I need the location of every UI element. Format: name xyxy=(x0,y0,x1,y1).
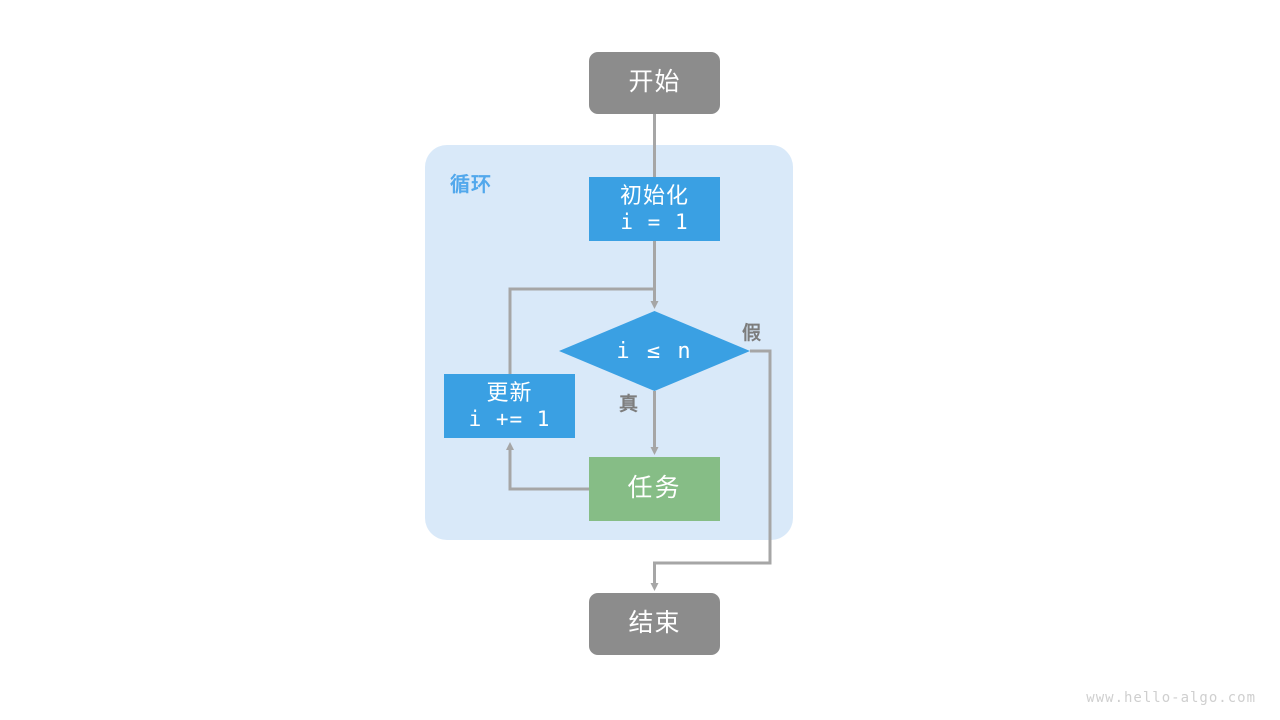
node-decision-condition[interactable]: i ≤ n xyxy=(559,311,750,391)
node-task[interactable]: 任务 xyxy=(589,457,720,521)
node-update-code: i += 1 xyxy=(468,407,551,432)
edge-task-to-update xyxy=(506,442,589,491)
node-decision-label: i ≤ n xyxy=(616,338,693,364)
edge-label-true: 真 xyxy=(619,394,639,415)
node-initialize-code: i = 1 xyxy=(620,210,689,235)
node-update[interactable]: 更新 i += 1 xyxy=(444,374,575,438)
node-initialize-title: 初始化 xyxy=(619,183,689,209)
node-update-title: 更新 xyxy=(486,380,533,406)
node-end-label: 结束 xyxy=(628,609,681,638)
edge-decision-to-end xyxy=(650,349,772,591)
loop-container-label: 循环 xyxy=(450,174,492,196)
edge-update-to-decision xyxy=(508,287,655,374)
node-initialize[interactable]: 初始化 i = 1 xyxy=(589,177,720,241)
node-start-label: 开始 xyxy=(628,68,681,97)
node-end[interactable]: 结束 xyxy=(589,593,720,655)
node-start[interactable]: 开始 xyxy=(589,52,720,114)
edge-label-false: 假 xyxy=(742,323,762,344)
watermark-text: www.hello-algo.com xyxy=(1086,690,1256,706)
node-task-label: 任务 xyxy=(627,474,682,503)
